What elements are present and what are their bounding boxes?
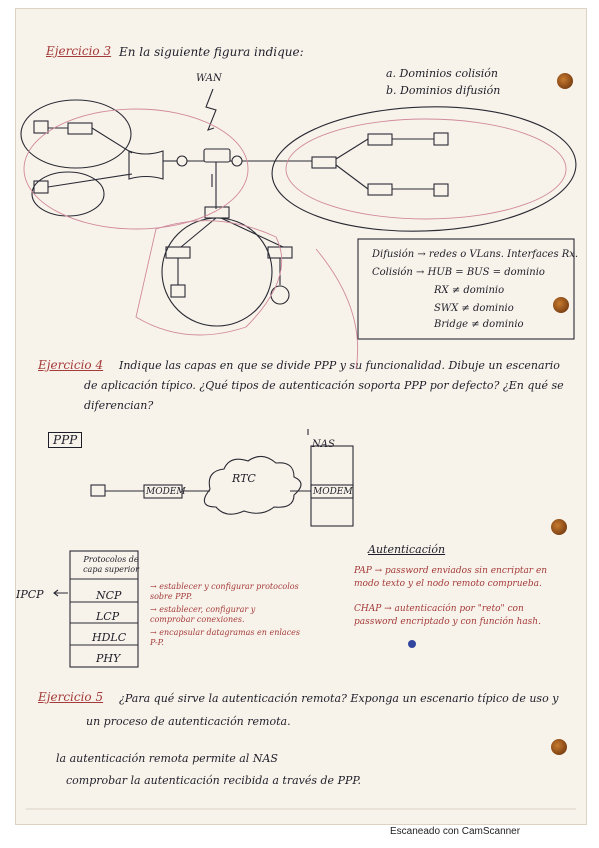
- modem-right: MODEM: [313, 487, 353, 497]
- ink-dot: [408, 640, 416, 648]
- layer-hdlc: HDLC: [92, 631, 127, 644]
- modem-left: MODEM: [146, 487, 186, 497]
- rtc-label: RTC: [232, 472, 256, 485]
- binder-hole: [553, 297, 569, 313]
- ppp-label: PPP: [48, 432, 83, 448]
- pc-top-1: [33, 120, 49, 134]
- switch-right: [311, 156, 337, 169]
- rtc-cloud: [203, 455, 302, 515]
- ppp-pc: [90, 484, 106, 497]
- exercise4-prompt-3: diferencian?: [84, 399, 154, 412]
- exercise4-prompt-1: Indique las capas en que se divide PPP y…: [119, 359, 560, 372]
- notes-box: [357, 238, 575, 340]
- network-diagrams: [20, 88, 577, 810]
- ppp-modem-right-box: [310, 484, 354, 499]
- pc-br: [270, 285, 290, 305]
- binder-hole: [557, 73, 573, 89]
- exercise4-title: Ejercicio 4: [38, 358, 104, 372]
- node-right: [231, 155, 243, 167]
- option-collision: a. Dominios colisión: [386, 67, 498, 80]
- ppp-modem-left-box: [143, 484, 183, 499]
- layer-note-ncp: → establecer y configurar protocolos sob…: [150, 582, 299, 601]
- pc-bottom-1: [33, 180, 49, 194]
- layer-note-lcp: → establecer, configurar y comprobar con…: [150, 605, 256, 624]
- ipcp-label: IPCP: [16, 588, 44, 601]
- pc-right-bottom: [433, 183, 449, 197]
- protocols-header: Protocolos de capa superior: [83, 555, 139, 574]
- note-collision: Colisión → HUB = BUS = dominio: [372, 267, 545, 278]
- hub-right-bottom: [367, 183, 393, 196]
- auth-title: Autenticación: [368, 543, 446, 556]
- router-core: [203, 148, 231, 163]
- exercise5-title: Ejercicio 5: [38, 690, 104, 704]
- note-broadcast: Difusión → redes o VLans. Interfaces Rx.: [372, 249, 579, 260]
- node-left: [176, 155, 188, 167]
- switch-bl: [165, 246, 191, 259]
- scanner-footer: Escaneado con CamScanner: [390, 826, 521, 837]
- wan-bolt: [205, 88, 217, 131]
- layer-lcp: LCP: [96, 610, 120, 623]
- hub-top: [67, 122, 93, 135]
- wan-label: WAN: [196, 73, 222, 84]
- exercise5-prompt-2: un proceso de autenticación remota.: [86, 715, 291, 728]
- note-router: RX ≠ dominio: [434, 285, 505, 296]
- note-bridge: Bridge ≠ dominio: [434, 319, 524, 330]
- switch-mid: [204, 206, 230, 219]
- auth-chap: CHAP → autenticación por "reto" con pass…: [354, 604, 541, 627]
- option-broadcast: b. Dominios difusión: [386, 84, 501, 97]
- note-switch: SWX ≠ dominio: [434, 303, 514, 314]
- layer-stack: [69, 550, 139, 668]
- exercise4-prompt-2: de aplicación típico. ¿Qué tipos de aute…: [84, 379, 564, 392]
- nas-label: NAS: [312, 439, 335, 450]
- exercise5-prompt-1: ¿Para qué sirve la autenticación remota?…: [119, 692, 559, 705]
- nas-box: [310, 445, 354, 527]
- pc-bl: [170, 284, 186, 298]
- layer-note-hdlc: → encapsular datagramas en enlaces P-P.: [150, 628, 301, 647]
- hub-right-top: [367, 133, 393, 146]
- exercise3-prompt: En la siguiente figura indique:: [119, 45, 304, 59]
- layer-phy: PHY: [96, 652, 121, 665]
- binder-hole: [551, 519, 567, 535]
- exercise5-answer-1: la autenticación remota permite al NAS: [56, 752, 278, 765]
- exercise5-answer-2: comprobar la autenticación recibida a tr…: [66, 774, 362, 787]
- auth-pap: PAP → password enviados sin encriptar en…: [354, 566, 548, 589]
- pc-right-top: [433, 132, 449, 146]
- exercise3-title: Ejercicio 3: [46, 44, 112, 58]
- notebook-page: Ejercicio 3 En la siguiente figura indiq…: [15, 8, 587, 825]
- binder-hole: [551, 739, 567, 755]
- bridge: [128, 150, 164, 180]
- layer-ncp: NCP: [96, 589, 122, 602]
